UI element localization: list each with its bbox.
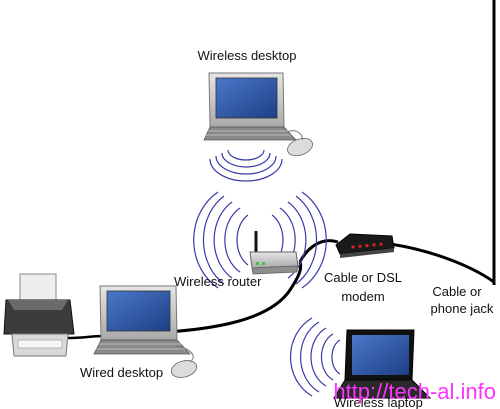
wireless-laptop-label: Wireless laptop [334, 395, 423, 409]
laptop-signal-icon [289, 317, 341, 397]
jack-label-line1: Cable or [432, 284, 482, 299]
wireless-desktop-label: Wireless desktop [198, 48, 297, 63]
printer-icon [3, 273, 75, 357]
cable-router-to-modem [298, 239, 339, 263]
watermark-url: http://tech-al.info [333, 379, 496, 404]
modem-icon [335, 233, 395, 258]
cable-wired-desktop-to-router [149, 261, 303, 335]
wireless-laptop-icon [333, 329, 432, 399]
modem-label-line1: Cable or DSL [324, 270, 402, 285]
wireless-router-label: Wireless router [174, 274, 262, 289]
jack-label-line2: phone jack [431, 301, 494, 316]
cable-printer-to-desktop [67, 334, 105, 340]
wireless-desktop-signal-icon [209, 149, 283, 182]
wired-desktop-label: Wired desktop [80, 365, 163, 380]
wireless-desktop-icon [203, 72, 313, 157]
modem-label-line2: modem [341, 289, 384, 304]
wireless-router-icon [249, 231, 299, 275]
wired-desktop-icon [93, 285, 198, 378]
cable-modem-to-jack [389, 242, 495, 284]
